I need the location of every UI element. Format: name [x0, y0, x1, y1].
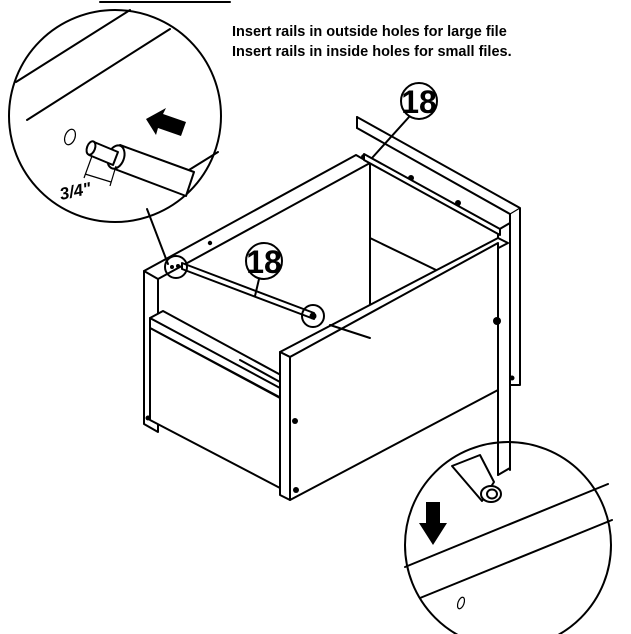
- part-callout-back: 18: [371, 82, 438, 159]
- instruction-line-2: Insert rails in inside holes for small f…: [232, 44, 512, 60]
- callout-ring-right: [301, 304, 325, 328]
- down-arrow-icon: [419, 502, 447, 545]
- push-arrow-icon: [146, 108, 186, 136]
- detail-insert-rail: 3/4": [8, 9, 222, 265]
- instruction-line-1: Insert rails in outside holes for large …: [232, 24, 507, 40]
- part-number-back: 18: [401, 84, 437, 120]
- part-number-front: 18: [246, 244, 282, 280]
- near-side-panel: [289, 242, 499, 501]
- rail-back: [363, 153, 501, 236]
- instruction-text: Insert rails in outside holes for large …: [232, 22, 628, 62]
- front-edge-strip: [279, 351, 291, 501]
- dimension-label: 3/4": [58, 179, 94, 204]
- detail-rail-seated: [404, 441, 613, 634]
- cabinet: [143, 116, 521, 501]
- callout-ring-left: [164, 255, 188, 279]
- part-callout-front: 18: [245, 242, 283, 297]
